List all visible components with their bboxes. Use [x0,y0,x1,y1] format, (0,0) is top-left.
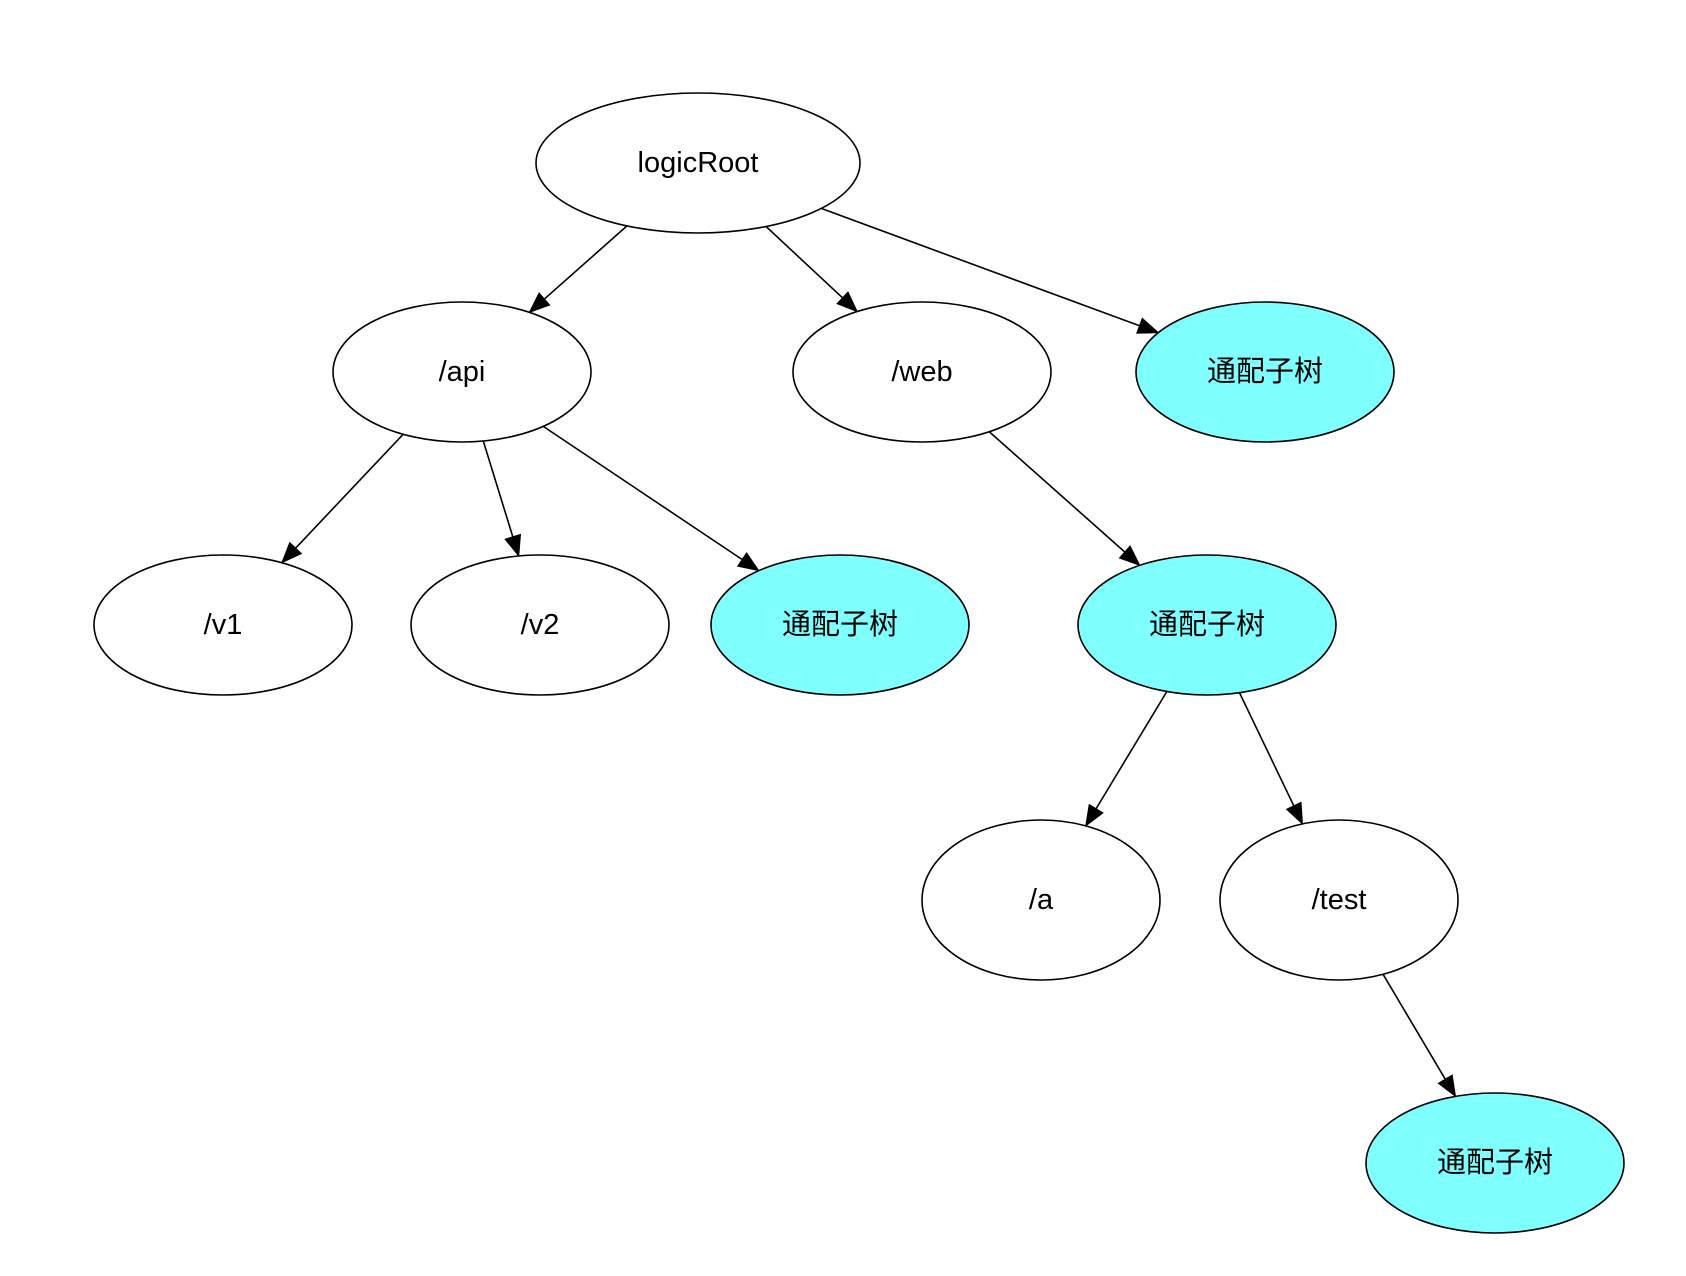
edge-web-to-wild_web [988,431,1141,567]
arrow-head-icon [1136,317,1160,334]
wildcard-node-wild-test: 通配子树 [1365,1092,1625,1234]
edge-line [1382,973,1446,1080]
node-label: /v1 [204,609,243,641]
edge-line [294,433,404,549]
arrow-head-icon [736,551,760,572]
arrow-head-icon [1085,803,1104,828]
node-label: /api [439,356,486,388]
node-v1: /v1 [93,554,353,696]
node-ellipse [1365,1092,1625,1234]
node-test: /test [1219,819,1459,981]
node-ellipse [535,92,861,234]
edge-wild_web-to-a [1085,691,1168,828]
node-ellipse [410,554,670,696]
arrow-head-icon [1118,545,1141,567]
edge-api-to-v1 [280,433,404,564]
arrow-head-icon [1437,1074,1457,1098]
node-label: /web [891,356,952,388]
node-ellipse [1219,819,1459,981]
node-ellipse [1135,301,1395,443]
edges-layer [280,207,1457,1098]
edge-line [1238,692,1295,807]
node-label: /v2 [521,609,560,641]
node-ellipse [792,301,1052,443]
edge-line [765,225,844,299]
arrow-head-icon [1285,801,1304,826]
edge-line [482,440,514,538]
edge-line [988,431,1126,553]
node-v2: /v2 [410,554,670,696]
node-label: /a [1029,884,1054,916]
node-ellipse [710,554,970,696]
edge-line [820,207,1140,327]
arrow-head-icon [836,291,859,313]
arrow-head-icon [504,533,522,558]
edge-root-to-web [765,225,859,313]
node-label: 通配子树 [782,608,898,641]
edge-api-to-wild_api [542,425,760,572]
edge-line [543,225,628,300]
node-ellipse [93,554,353,696]
node-label: 通配子树 [1437,1146,1553,1179]
wildcard-node-wild-root: 通配子树 [1135,301,1395,443]
arrow-head-icon [528,292,551,314]
edge-root-to-wild_root [820,207,1160,334]
node-api: /api [332,301,592,443]
node-label: logicRoot [638,147,759,179]
node-label: 通配子树 [1149,608,1265,641]
edge-api-to-v2 [482,440,522,558]
node-root: logicRoot [535,92,861,234]
node-ellipse [332,301,592,443]
node-label: /test [1312,884,1367,916]
edge-line [542,425,743,561]
node-label: 通配子树 [1207,355,1323,388]
edge-test-to-wild_test [1382,973,1457,1098]
arrow-head-icon [280,541,303,564]
wildcard-node-wild-web: 通配子树 [1077,554,1337,696]
edge-root-to-api [528,225,628,314]
node-a: /a [921,819,1161,981]
node-web: /web [792,301,1052,443]
edge-wild_web-to-test [1238,692,1304,826]
node-ellipse [1077,554,1337,696]
wildcard-node-wild-api: 通配子树 [710,554,970,696]
edge-line [1095,691,1168,810]
node-ellipse [921,819,1161,981]
